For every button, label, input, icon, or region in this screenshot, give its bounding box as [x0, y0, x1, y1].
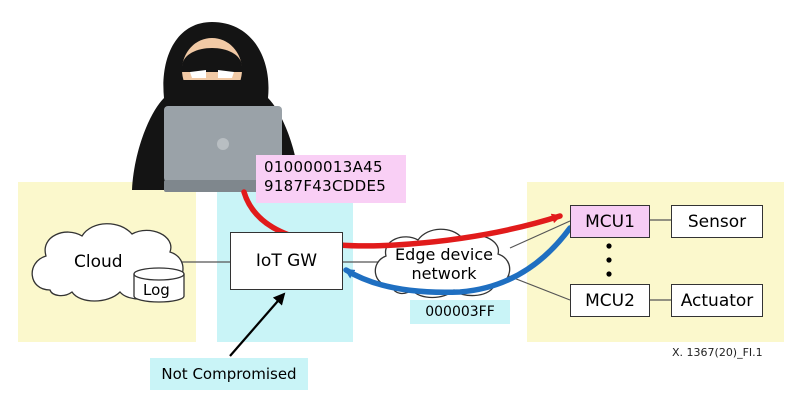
mcu1-label: MCU1 [585, 211, 635, 232]
ellipsis-dots-icon [606, 243, 612, 277]
attack-arrow [241, 189, 563, 249]
edge-network-label: Edge device network [384, 245, 504, 283]
response-arrow [343, 225, 573, 296]
not-compromised-label: Not Compromised [150, 358, 308, 390]
actuator-box: Actuator [671, 284, 763, 317]
cloud-label: Cloud [74, 252, 123, 272]
figure-id: X. 1367(20)_FI.1 [672, 346, 763, 359]
attack-payload-line2: 9187F43CDDE5 [264, 177, 387, 195]
attack-payload-label: 010000013A45 9187F43CDDE5 [256, 155, 406, 203]
log-label: Log [143, 281, 170, 299]
sensor-label: Sensor [687, 211, 747, 232]
mcu2-box: MCU2 [570, 284, 650, 317]
iot-gateway-box: IoT GW [230, 232, 343, 290]
edge-network-line1: Edge device [395, 245, 493, 264]
log-database-icon [133, 267, 185, 303]
attack-payload-line1: 010000013A45 [264, 158, 383, 176]
iot-gateway-label: IoT GW [255, 251, 318, 271]
sensor-box: Sensor [671, 205, 763, 238]
mcu2-label: MCU2 [585, 290, 635, 311]
edge-network-line2: network [411, 264, 477, 283]
actuator-label: Actuator [680, 290, 754, 311]
response-payload-label: 000003FF [410, 300, 510, 324]
hacker-icon [132, 22, 300, 192]
connector-lines [180, 219, 671, 301]
mcu1-box: MCU1 [570, 205, 650, 238]
not-compromised-arrow [229, 292, 286, 357]
